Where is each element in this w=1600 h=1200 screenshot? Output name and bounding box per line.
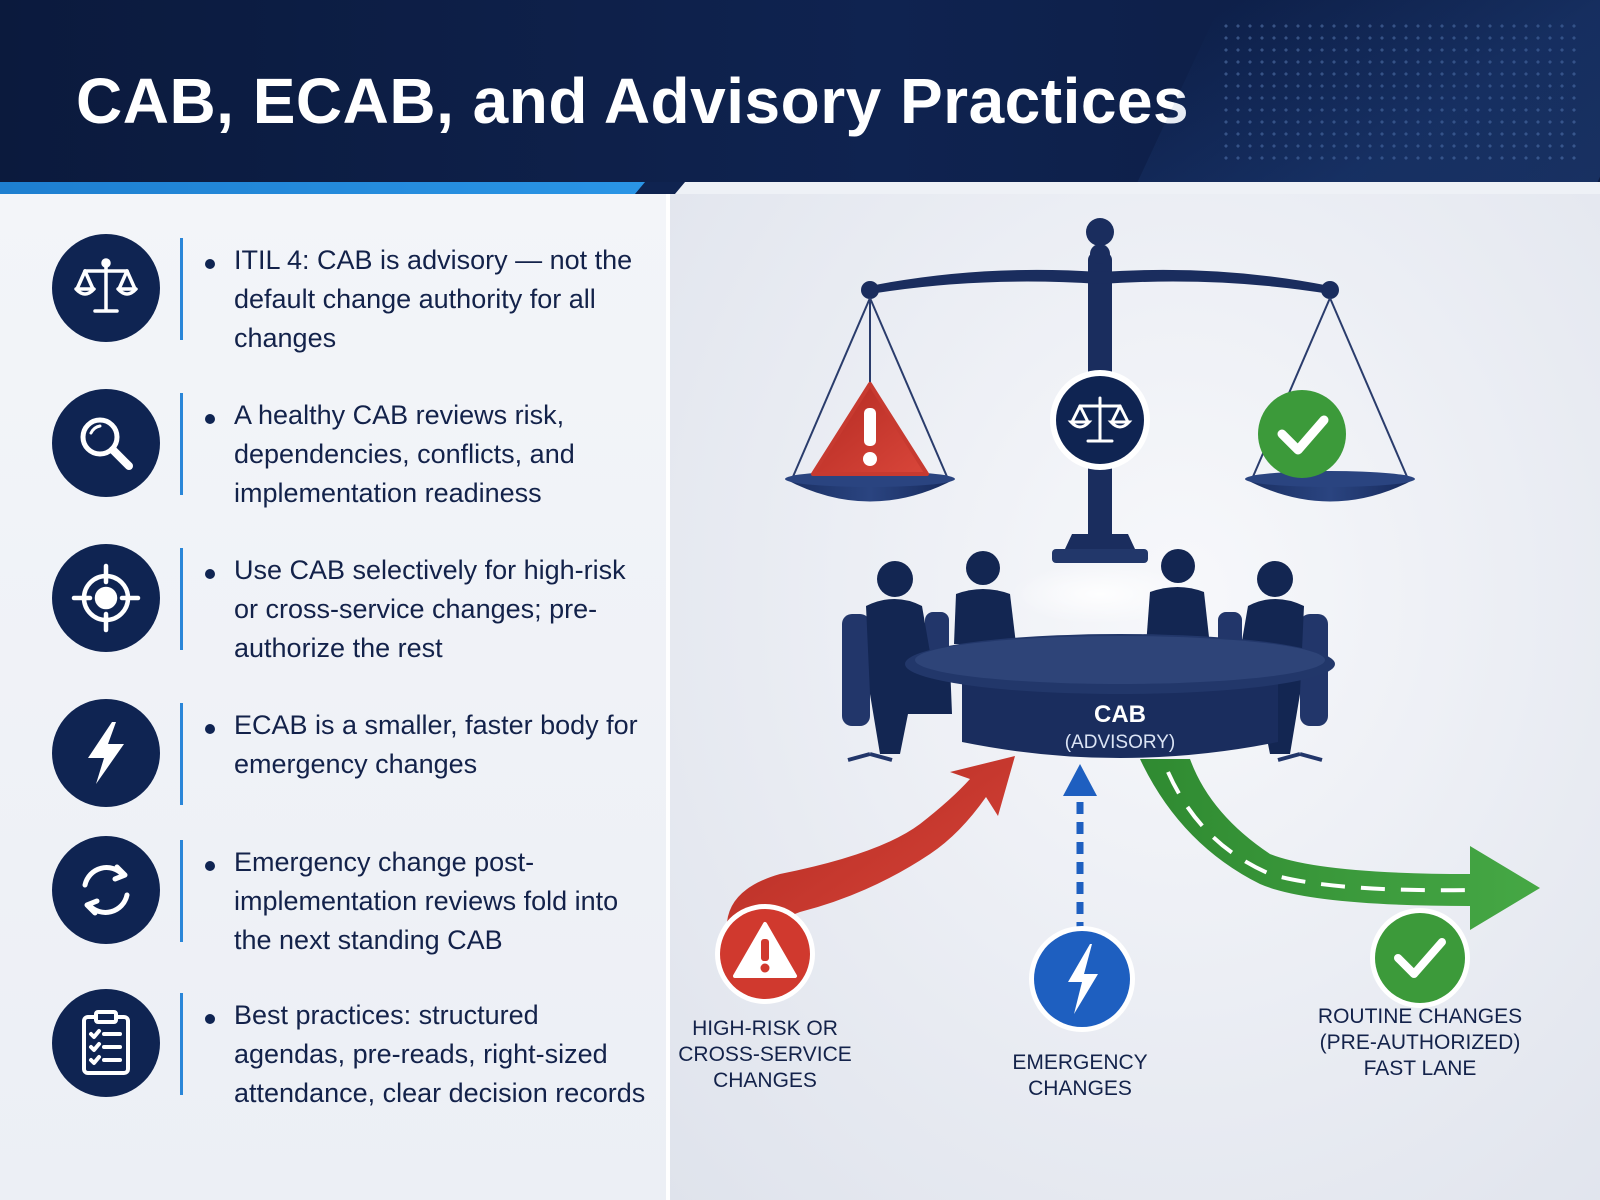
caption-line: EMERGENCY [1012, 1051, 1148, 1074]
key-point-text: Use CAB selectively for high-risk or cro… [234, 555, 626, 663]
item-rule [180, 238, 183, 340]
caption-line: FAST LANE [1363, 1057, 1477, 1080]
header-banner: CAB, ECAB, and Advisory Practices [0, 0, 1600, 182]
panel-divider [666, 194, 670, 1200]
bullet [205, 414, 215, 424]
key-point-text: A healthy CAB reviews risk, dependencies… [234, 400, 575, 508]
dot-pattern [1220, 20, 1580, 160]
cab-diagram [715, 218, 1540, 1032]
caption-line: ROUTINE CHANGES [1317, 1005, 1523, 1028]
key-point-item: ECAB is a smaller, faster body for emerg… [0, 699, 666, 839]
clipboard-checklist-icon [52, 989, 160, 1097]
check-icon [1258, 390, 1346, 478]
caption-line: (PRE-AUTHORIZED) [1319, 1031, 1521, 1054]
cycle-arrows-icon [52, 836, 160, 944]
key-point-item: Use CAB selectively for high-risk or cro… [0, 544, 666, 684]
header-accent-bar [0, 182, 655, 194]
caption-line: CHANGES [713, 1069, 817, 1092]
high-risk-caption: HIGH-RISK OR CROSS-SERVICE CHANGES [670, 1016, 860, 1094]
bullet [205, 1014, 215, 1024]
fast-lane-arrow [1140, 759, 1540, 930]
item-rule [180, 548, 183, 650]
item-rule [180, 393, 183, 495]
item-rule [180, 993, 183, 1095]
key-point-text: Best practices: structured agendas, pre-… [234, 1000, 646, 1108]
lightning-icon [1029, 926, 1135, 1032]
page-title: CAB, ECAB, and Advisory Practices [76, 65, 1190, 137]
emergency-caption: EMERGENCY CHANGES [990, 1050, 1170, 1102]
key-point-item: A healthy CAB reviews risk, dependencies… [0, 389, 666, 529]
item-rule [180, 840, 183, 942]
high-risk-arrow [726, 756, 1015, 954]
lightning-icon [52, 699, 160, 807]
scales-icon [1050, 370, 1150, 470]
bullet [205, 569, 215, 579]
key-point-text: Emergency change post-implementation rev… [234, 847, 619, 955]
header-accent-notch [634, 182, 686, 194]
routine-caption: ROUTINE CHANGES (PRE-AUTHORIZED) FAST LA… [1310, 1004, 1530, 1082]
warning-icon [715, 904, 815, 1004]
magnifier-icon [52, 389, 160, 497]
key-point-item: Best practices: structured agendas, pre-… [0, 989, 666, 1129]
item-rule [180, 703, 183, 805]
warning-icon [811, 382, 929, 476]
key-point-text: ECAB is a smaller, faster body for emerg… [234, 710, 638, 779]
key-point-item: Emergency change post-implementation rev… [0, 836, 666, 976]
scales-icon [52, 234, 160, 342]
bullet [205, 861, 215, 871]
cab-diagram-panel: CAB (ADVISORY) HIGH-RISK OR CROSS-SERVIC… [670, 194, 1600, 1200]
check-icon [1370, 908, 1470, 1008]
cab-table-sublabel: (ADVISORY) [1064, 732, 1176, 753]
bullet [205, 724, 215, 734]
bullet [205, 259, 215, 269]
key-point-item: ITIL 4: CAB is advisory — not the defaul… [0, 234, 666, 374]
caption-line: CROSS-SERVICE [678, 1043, 852, 1066]
cab-table-label: CAB [1094, 701, 1146, 728]
caption-line: HIGH-RISK OR [692, 1017, 838, 1040]
key-point-text: ITIL 4: CAB is advisory — not the defaul… [234, 245, 633, 353]
emergency-arrow [1063, 764, 1097, 934]
target-icon [52, 544, 160, 652]
cab-table [905, 634, 1335, 758]
caption-line: CHANGES [1028, 1077, 1132, 1100]
key-points-panel: ITIL 4: CAB is advisory — not the defaul… [0, 194, 666, 1200]
